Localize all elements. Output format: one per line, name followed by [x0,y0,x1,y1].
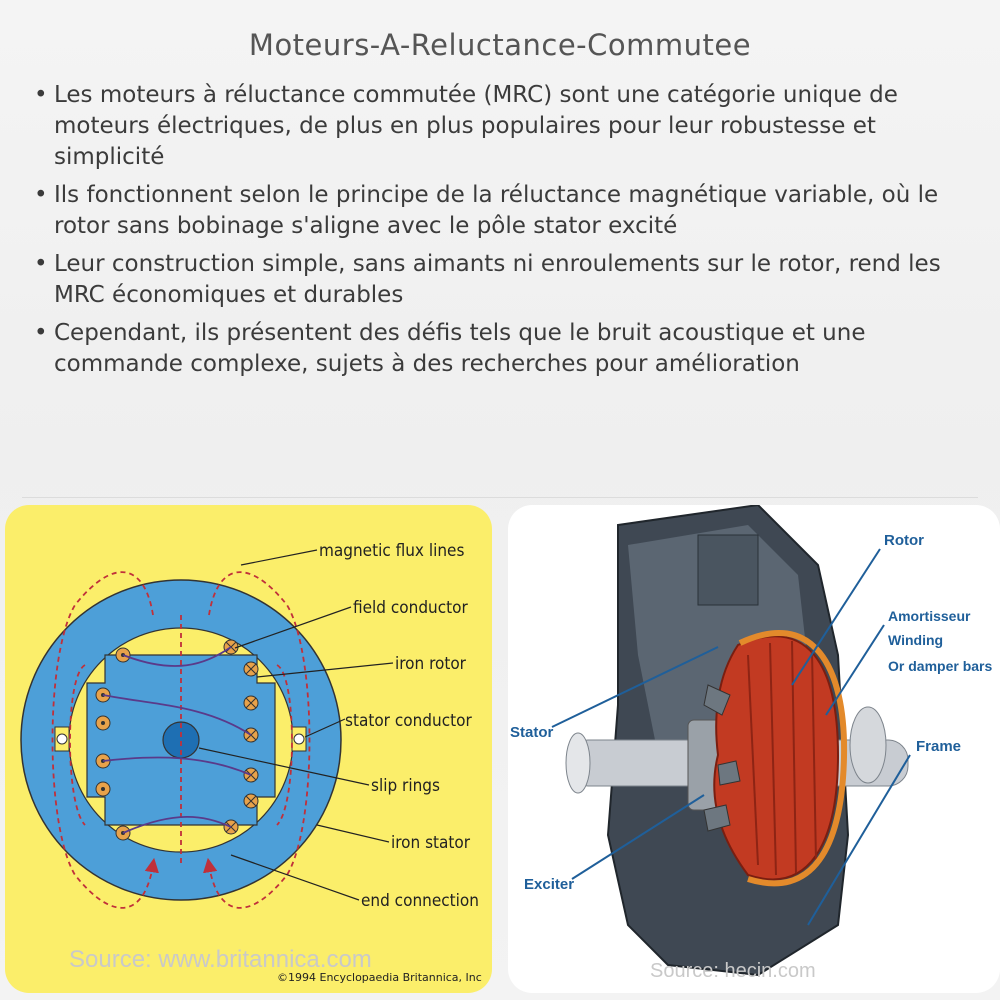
leader-lines-right [551,548,911,926]
bullet-item: •Les moteurs à réluctance commutée (MRC)… [34,80,974,173]
bullet-text: Les moteurs à réluctance commutée (MRC) … [54,82,898,170]
label-damper-bars: Or damper bars [888,658,992,674]
label-winding: Winding [888,632,943,648]
label-field-conductor: field conductor [353,598,468,618]
label-magnetic-flux-lines: magnetic flux lines [319,541,464,561]
bullet-text: Leur construction simple, sans aimants n… [54,251,941,308]
end-connections [102,646,252,834]
page-title: Moteurs-A-Reluctance-Commutee [248,28,752,62]
motor-cutaway-image: Rotor Amortisseur Winding Or damper bars… [508,505,1000,993]
bullet-text: Cependant, ils présentent des défis tels… [54,320,866,377]
label-slip-rings: slip rings [371,776,440,796]
rotor-core [713,635,840,881]
motor-cutaway-svg: Rotor Amortisseur Winding Or damper bars… [510,505,992,982]
label-amortisseur: Amortisseur [888,608,971,624]
label-iron-rotor: iron rotor [395,654,467,674]
label-stator-conductor: stator conductor [345,711,472,731]
label-iron-stator: iron stator [391,833,471,853]
shaft-end [565,732,591,794]
section-divider [22,497,978,498]
image-source-watermark-right: Source: hecin.com [650,960,816,982]
stator-conductor-right [293,733,305,745]
bullet-item: •Cependant, ils présentent des défis tel… [34,318,974,380]
label-frame: Frame [916,738,961,755]
bullet-dot: • [34,82,48,108]
bullet-item: •Leur construction simple, sans aimants … [34,249,974,311]
bullet-dot: • [34,182,48,208]
damper-bars [738,630,848,887]
label-stator: Stator [510,724,554,741]
stator-conductor-left [56,733,68,745]
stator-blades [703,684,741,832]
label-end-connection: end connection [361,891,479,911]
label-exciter: Exciter [524,876,574,893]
bullet-item: •Ils fonctionnent selon le principe de l… [34,180,974,242]
bullet-dot: • [34,320,48,346]
shaft-flange [849,706,887,784]
flux-lines [51,571,311,909]
bullet-text: Ils fonctionnent selon le principe de la… [54,182,939,239]
copyright-notice: ©1994 Encyclopaedia Britannica, Inc [277,971,482,984]
bullet-list: •Les moteurs à réluctance commutée (MRC)… [34,80,974,387]
leader-lines [198,549,394,901]
frame-bracket [697,534,759,606]
label-rotor: Rotor [884,532,924,549]
rotor-laminations [747,640,817,876]
image-source-watermark: Source: www.britannica.com [69,946,372,973]
generator-diagram-image: magnetic flux lines field conductor iron… [5,505,492,993]
generator-diagram-svg: magnetic flux lines field conductor iron… [20,541,482,984]
bullet-dot: • [34,251,48,277]
